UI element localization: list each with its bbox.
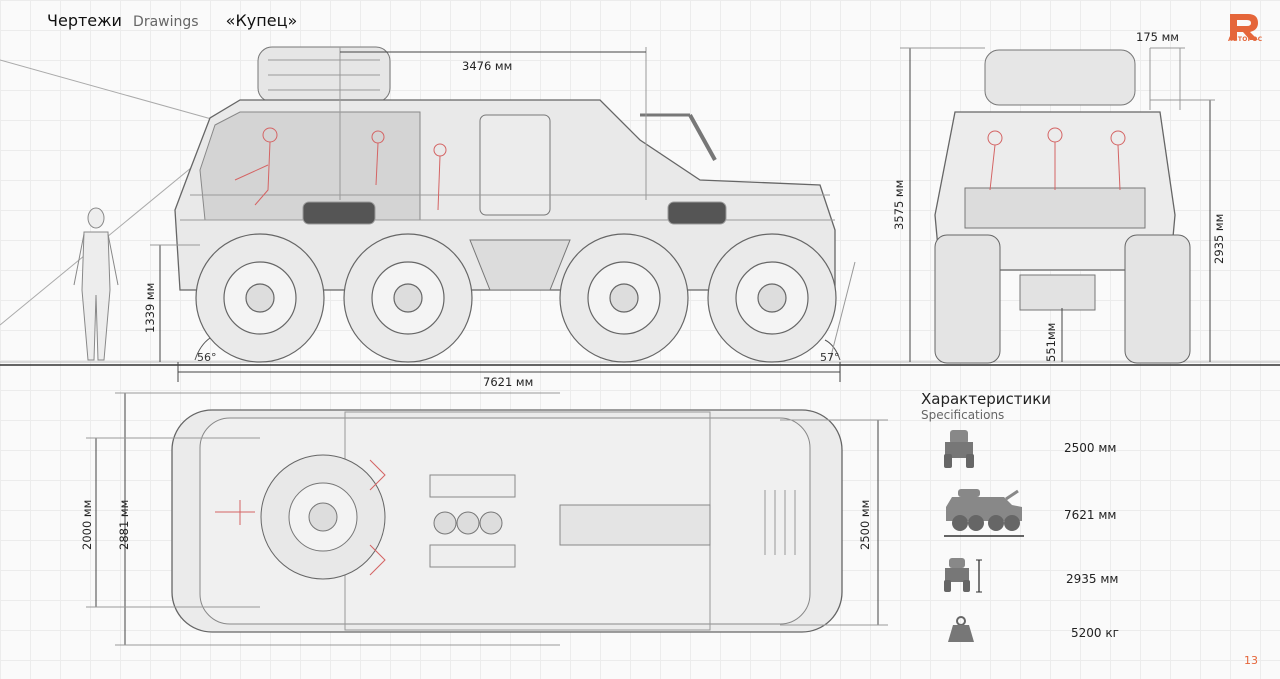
- spec-value-width: 2500 мм: [1064, 441, 1117, 455]
- dim-top-width: 2881 мм: [117, 499, 131, 550]
- page-header: Чертежи Drawings «Купец»: [47, 11, 297, 30]
- page-number: 13: [1244, 654, 1258, 667]
- brand-name: АВТОРОС: [1228, 36, 1263, 43]
- front-view-vehicle: [934, 49, 1191, 364]
- dim-height-total: 3575 мм: [892, 179, 906, 230]
- title-en: Drawings: [133, 14, 199, 30]
- height-icon: [944, 558, 982, 593]
- top-view-vehicle: [171, 409, 843, 633]
- brand-logo-icon: [1230, 14, 1258, 40]
- vehicle-name: «Купец»: [225, 11, 298, 30]
- spec-value-length: 7621 мм: [1064, 508, 1117, 522]
- specs-subtitle: Specifications: [921, 408, 1005, 422]
- spec-value-weight: 5200 кг: [1071, 626, 1119, 640]
- departure-angle: 57°: [820, 351, 840, 364]
- specs-title: Характеристики: [921, 390, 1052, 408]
- spec-value-height: 2935 мм: [1066, 572, 1119, 586]
- front-view-icon: [944, 430, 974, 468]
- side-view-icon: [944, 489, 1024, 537]
- weight-icon: [948, 616, 974, 642]
- dim-wheelbase-height: 1339 мм: [143, 282, 157, 333]
- dim-roof-length: 3476 мм: [462, 59, 513, 73]
- approach-angle: 56°: [197, 351, 217, 364]
- dim-track-width: 2000 мм: [80, 499, 94, 550]
- dim-body-width: 2500 мм: [858, 499, 872, 550]
- side-view-vehicle: [73, 46, 837, 363]
- title-ru: Чертежи: [47, 11, 122, 30]
- dim-mirror-offset: 175 мм: [1136, 30, 1179, 44]
- dim-ground-clearance: 551мм: [1044, 322, 1058, 362]
- dim-total-length: 7621 мм: [483, 375, 534, 389]
- dim-height-body: 2935 мм: [1212, 213, 1226, 264]
